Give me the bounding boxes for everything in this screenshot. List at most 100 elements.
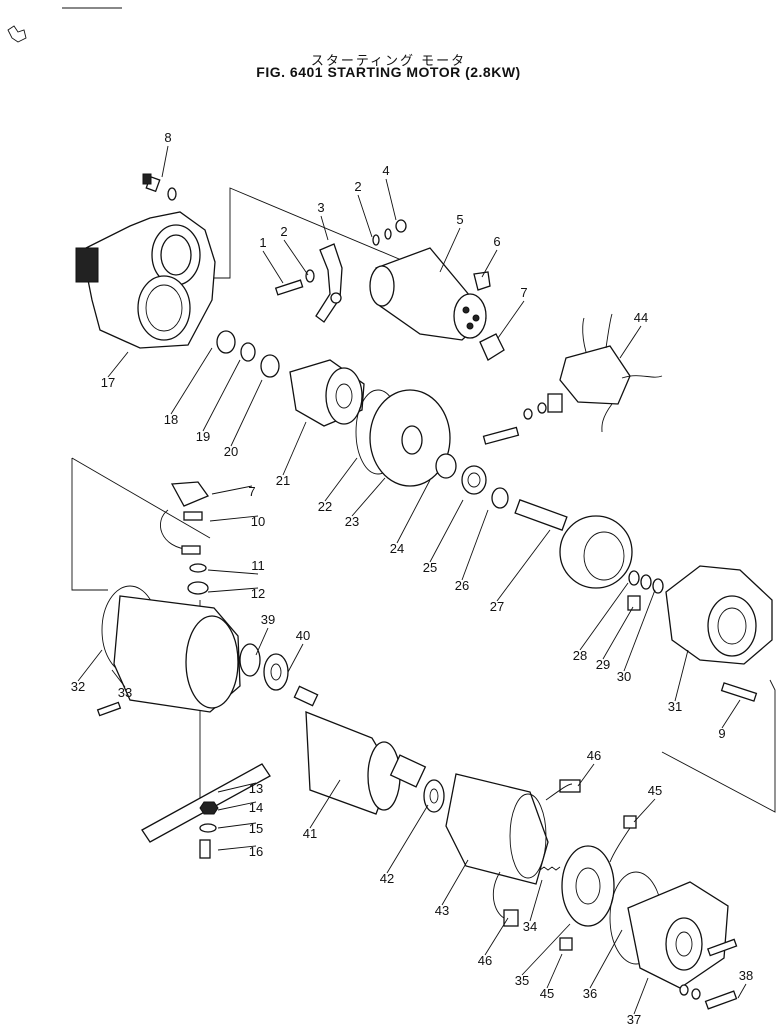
callout-number: 2 — [280, 224, 287, 239]
callout-leader — [521, 923, 571, 976]
callout-number: 20 — [224, 444, 238, 459]
pinion-bushings — [216, 330, 280, 378]
callout-leader — [230, 379, 263, 447]
callout-number: 11 — [251, 558, 265, 573]
callout-number: 14 — [249, 800, 263, 815]
callout-number: 25 — [423, 560, 437, 575]
callout-number: 17 — [101, 375, 115, 390]
callout-leader — [357, 194, 373, 238]
callout-leader — [721, 699, 741, 729]
callout-number: 26 — [455, 578, 469, 593]
callout-number: 42 — [380, 871, 394, 886]
callout-leader — [385, 178, 397, 221]
callout-number: 36 — [583, 986, 597, 1001]
callout-leader — [107, 351, 129, 378]
callout-leader — [287, 643, 304, 673]
callout-leader — [111, 669, 126, 688]
callout-number: 37 — [627, 1012, 641, 1027]
callout-leader — [481, 249, 498, 278]
callout-leader — [396, 479, 431, 544]
callout-leader — [324, 457, 358, 502]
solenoid-switch — [369, 247, 487, 341]
callout-number: 7 — [520, 285, 527, 300]
callout-number: 32 — [71, 679, 85, 694]
callout-leader — [674, 649, 689, 702]
callout-number: 44 — [634, 310, 648, 325]
callout-leader — [439, 227, 461, 273]
callout-number: 27 — [490, 599, 504, 614]
callout-leader — [309, 779, 341, 829]
callout-leader — [461, 509, 489, 581]
callout-number: 35 — [515, 973, 529, 988]
callout-number: 29 — [596, 657, 610, 672]
callout-leader — [441, 859, 469, 906]
callout-number: 46 — [587, 748, 601, 763]
callout-leader — [619, 325, 642, 359]
callout-number: 13 — [249, 781, 263, 796]
callout-leader — [255, 627, 269, 656]
figure-title-japanese: スターティング モータ — [310, 54, 467, 69]
callout-number: 23 — [345, 514, 359, 529]
callout-leader — [217, 845, 257, 851]
callout-leader — [529, 879, 543, 922]
callout-leader — [320, 215, 329, 241]
callout-number: 12 — [251, 586, 265, 601]
callout-number: 45 — [540, 986, 554, 1001]
callout-leader — [602, 606, 634, 660]
terminal-hardware — [141, 763, 271, 859]
callout-number: 8 — [164, 130, 171, 145]
callout-leader — [262, 250, 284, 284]
overrunning-clutch — [289, 359, 365, 427]
callout-leader — [207, 587, 259, 593]
lever-assembly — [274, 243, 343, 323]
callout-leader — [737, 983, 747, 999]
terminal-caps — [473, 271, 505, 361]
drive-housing — [75, 211, 216, 349]
callout-number: 38 — [739, 968, 753, 983]
callout-number: 15 — [249, 821, 263, 836]
bearings-39-40 — [239, 643, 289, 691]
callout-number: 18 — [164, 412, 178, 427]
callout-number: 4 — [382, 163, 389, 178]
brush-plate — [539, 815, 637, 951]
magnetic-switch — [482, 313, 663, 445]
callout-leader — [209, 515, 259, 522]
callout-number: 3 — [317, 200, 324, 215]
callout-number: 34 — [523, 919, 537, 934]
callout-leader — [283, 239, 309, 276]
callout-leader — [546, 953, 563, 989]
callout-number: 46 — [478, 953, 492, 968]
callout-number: 28 — [573, 648, 587, 663]
callout-leader — [589, 929, 623, 989]
callout-number: 24 — [390, 541, 404, 556]
brush-holder — [445, 773, 581, 927]
callout-number: 10 — [251, 514, 265, 529]
washers-2-4 — [372, 219, 407, 246]
callout-number: 7 — [248, 484, 255, 499]
callout-leader — [202, 359, 241, 432]
callout-number: 16 — [249, 844, 263, 859]
figure-title: FIG. 6401 STARTING MOTOR (2.8KW) — [256, 64, 521, 80]
callout-leader — [282, 421, 307, 476]
callout-leader — [170, 347, 213, 415]
callout-number: 2 — [354, 179, 361, 194]
callout-leader — [211, 485, 253, 495]
yoke — [96, 585, 241, 717]
callout-number: 6 — [493, 234, 500, 249]
callout-leader — [633, 977, 649, 1015]
callout-leader — [207, 569, 259, 575]
armature — [293, 685, 427, 815]
callout-number: 9 — [718, 726, 725, 741]
callout-leader — [496, 529, 551, 602]
callout-number: 21 — [276, 473, 290, 488]
callout-leader — [429, 499, 464, 563]
callout-number: 33 — [118, 685, 132, 700]
callout-number: 5 — [456, 212, 463, 227]
gear-carrier — [514, 499, 633, 589]
callout-leader — [161, 145, 169, 178]
callout-number: 43 — [435, 903, 449, 918]
scan-mark — [7, 25, 27, 43]
callout-leader — [577, 763, 595, 787]
callout-leader — [217, 801, 257, 811]
